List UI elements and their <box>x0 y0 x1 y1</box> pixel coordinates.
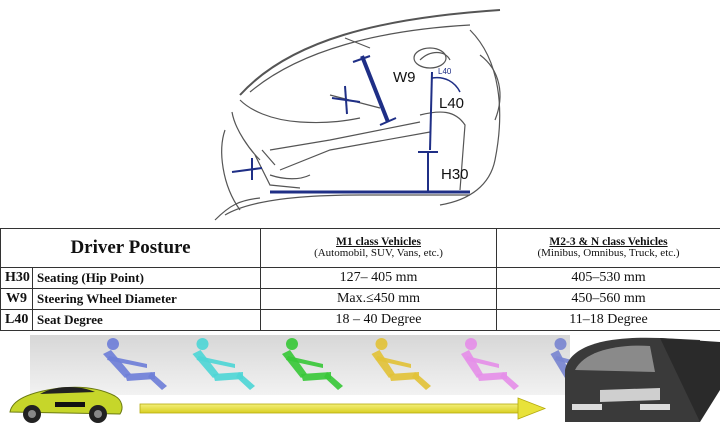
table-title: Driver Posture <box>0 228 261 268</box>
row-value-m1: 127– 405 mm <box>260 267 497 289</box>
posture-figure <box>192 338 255 390</box>
row-value-m23: 450–560 mm <box>496 288 720 310</box>
row-value-m23: 11–18 Degree <box>496 309 720 331</box>
posture-figure <box>461 338 519 390</box>
posture-figure <box>282 338 343 390</box>
posture-table: Driver Posture M1 class Vehicles (Automo… <box>0 228 720 331</box>
column-heading: M2-3 & N class Vehicles <box>549 236 668 249</box>
column-header-m23: M2-3 & N class Vehicles (Minibus, Omnibu… <box>496 228 720 268</box>
dimension-lines <box>231 55 470 194</box>
label-w9: W9 <box>393 69 416 86</box>
row-name: Seat Degree <box>32 309 261 331</box>
row-value-m1: Max.≤450 mm <box>260 288 497 310</box>
row-value-m23: 405–530 mm <box>496 267 720 289</box>
row-code: L40 <box>0 309 33 331</box>
table-row: H30 Seating (Hip Point) 127– 405 mm 405–… <box>0 267 720 289</box>
car-interior-sketch <box>214 9 501 221</box>
progression-arrow <box>139 397 547 420</box>
table-header-row: Driver Posture M1 class Vehicles (Automo… <box>0 228 720 268</box>
row-name: Seating (Hip Point) <box>32 267 261 289</box>
posture-figure <box>371 338 431 390</box>
column-subheading: (Automobil, SUV, Vans, etc.) <box>314 247 443 260</box>
row-value-m1: 18 – 40 Degree <box>260 309 497 331</box>
row-code: H30 <box>0 267 33 289</box>
column-heading: M1 class Vehicles <box>336 236 421 249</box>
row-code: W9 <box>0 288 33 310</box>
label-h30: H30 <box>441 166 469 183</box>
label-l40: L40 <box>439 95 464 112</box>
column-header-m1: M1 class Vehicles (Automobil, SUV, Vans,… <box>260 228 497 268</box>
posture-figure <box>103 338 167 390</box>
label-l40-small: L40 <box>438 67 452 76</box>
table-row: W9 Steering Wheel Diameter Max.≤450 mm 4… <box>0 288 720 310</box>
column-subheading: (Minibus, Omnibus, Truck, etc.) <box>537 247 680 260</box>
truck-image <box>565 337 720 422</box>
row-name: Steering Wheel Diameter <box>32 288 261 310</box>
driver-posture-diagram: W9 L40 L40 H30 <box>214 9 501 221</box>
sports-car-image <box>9 386 123 423</box>
posture-progression-strip <box>9 335 720 423</box>
table-row: L40 Seat Degree 18 – 40 Degree 11–18 Deg… <box>0 309 720 331</box>
